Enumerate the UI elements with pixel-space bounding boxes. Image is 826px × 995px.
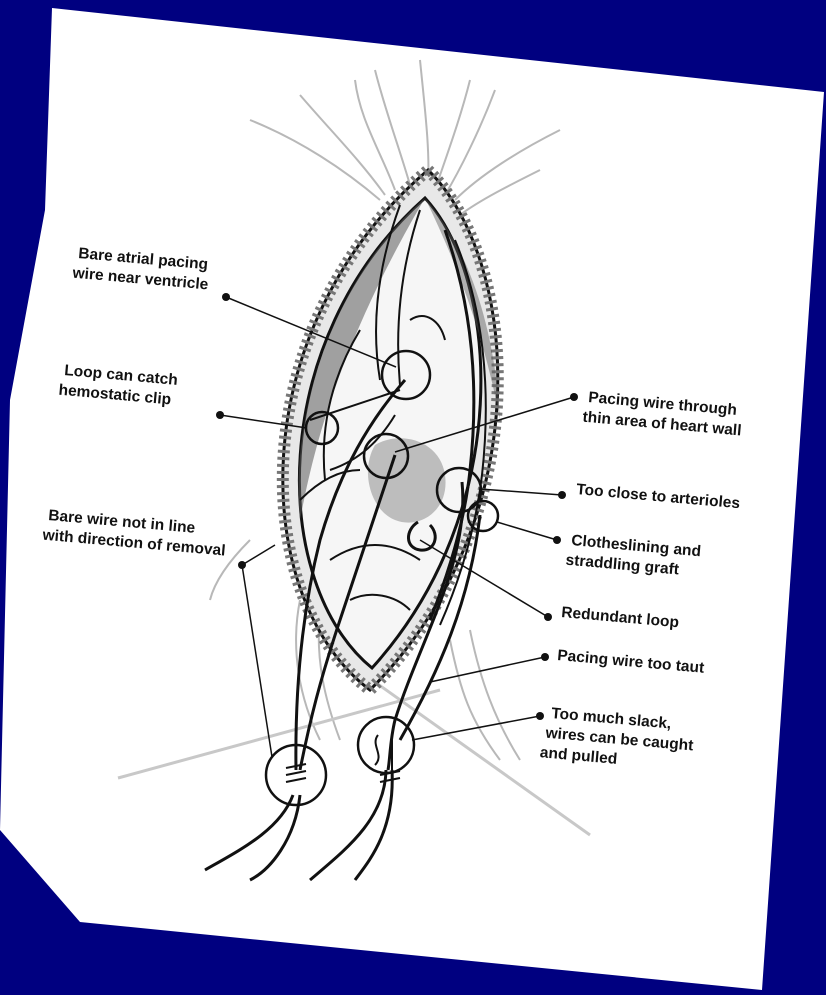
surgical-diagram: Bare atrial pacing wire near ventricle L… — [0, 0, 826, 995]
slide-stage: Bare atrial pacing wire near ventricle L… — [0, 0, 826, 995]
